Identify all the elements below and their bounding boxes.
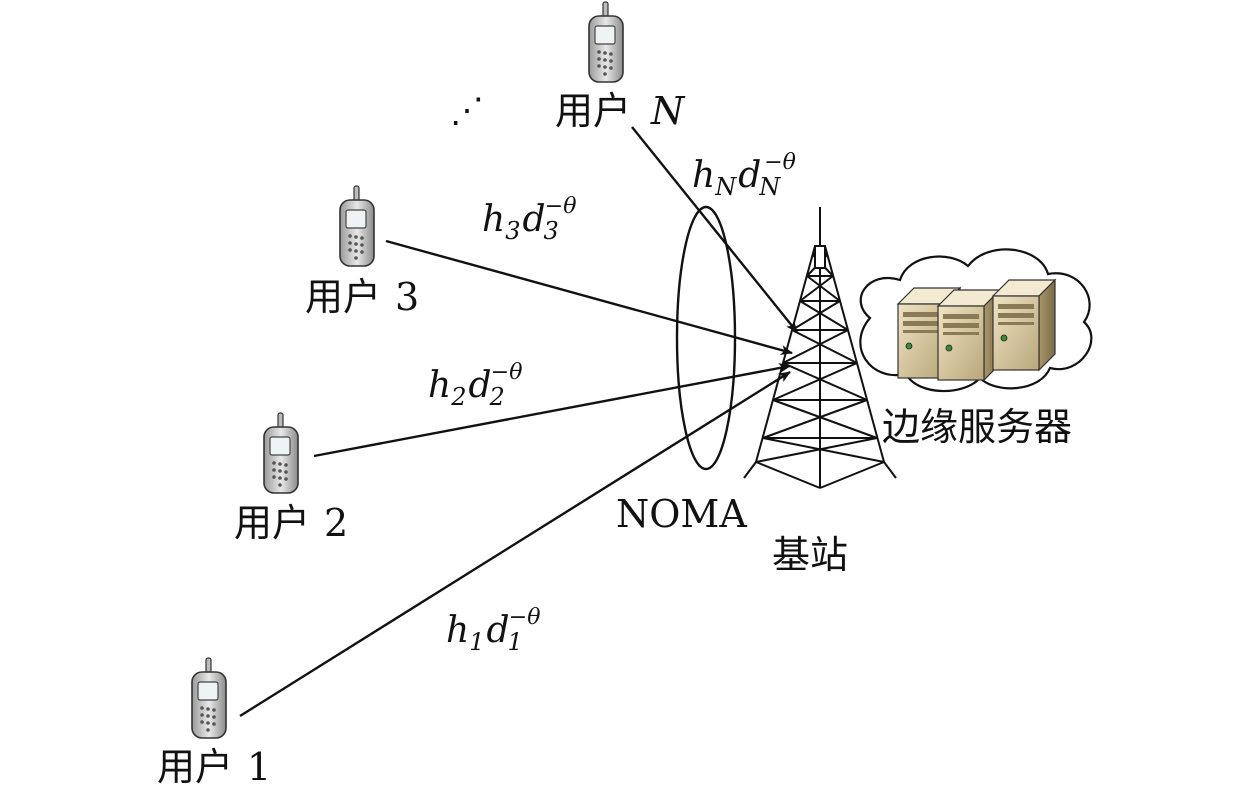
edge-server-label: 边缘服务器: [882, 405, 1072, 449]
noma-ellipse: [675, 205, 737, 471]
user-1-index: 1: [247, 745, 271, 789]
users-ellipsis: ⋰: [450, 91, 484, 131]
user-n-label: 用户 N: [555, 89, 686, 133]
user-n-index: N: [650, 89, 686, 133]
gain-1-h: h: [446, 610, 469, 651]
gain-3-hsub: 3: [505, 217, 520, 245]
user-2-label: 用户 2: [234, 501, 348, 545]
server-3-icon: [992, 279, 1056, 371]
base-station-tower-icon: [743, 207, 897, 489]
gain-3-dsub: 3: [544, 217, 559, 245]
gain-1-d: d: [486, 610, 509, 651]
gain-2-d: d: [468, 365, 491, 406]
gain-label-user-3: h3d3−θ: [482, 194, 576, 245]
gain-n-exp: −θ: [764, 150, 796, 175]
base-station-label: 基站: [772, 533, 848, 577]
gain-2-exp: −θ: [491, 360, 523, 385]
link-user-2: [313, 363, 791, 458]
gain-2-h: h: [428, 365, 451, 406]
user-3-index: 3: [395, 275, 419, 319]
user-n-text: 用户: [555, 89, 631, 133]
gain-label-user-n: hNdN−θ: [692, 150, 796, 201]
user-1-label: 用户 1: [157, 745, 271, 789]
gain-3-h: h: [482, 199, 505, 240]
gain-n-h: h: [692, 155, 715, 196]
link-user-3: [385, 239, 793, 355]
link-user-n: [631, 126, 798, 333]
noma-label: NOMA: [616, 492, 747, 536]
gain-n-hsub: N: [714, 173, 737, 201]
gain-1-dsub: 1: [508, 628, 523, 656]
server-2-icon: [937, 289, 1001, 381]
gain-2-hsub: 2: [450, 383, 466, 411]
phone-user-1-icon: [191, 657, 227, 739]
gain-label-user-2: h2d2−θ: [428, 360, 522, 411]
edge-server-cloud-icon: [859, 248, 1093, 393]
phone-user-3-icon: [339, 185, 375, 267]
gain-label-user-1: h1d1−θ: [446, 605, 540, 656]
gain-2-dsub: 2: [489, 383, 505, 411]
user-2-index: 2: [324, 501, 348, 545]
user-1-text: 用户: [157, 745, 233, 789]
user-3-text: 用户: [305, 275, 381, 319]
user-2-text: 用户: [234, 501, 310, 545]
gain-3-d: d: [522, 199, 545, 240]
gain-3-exp: −θ: [545, 194, 577, 219]
user-3-label: 用户 3: [305, 275, 419, 319]
phone-user-2-icon: [263, 412, 299, 494]
link-user-1: [239, 370, 791, 718]
gain-1-exp: −θ: [509, 605, 541, 630]
phone-user-n-icon: [588, 1, 624, 83]
gain-n-dsub: N: [758, 173, 781, 201]
gain-n-d: d: [738, 155, 761, 196]
gain-1-hsub: 1: [469, 628, 484, 656]
link-lines: [239, 126, 798, 718]
